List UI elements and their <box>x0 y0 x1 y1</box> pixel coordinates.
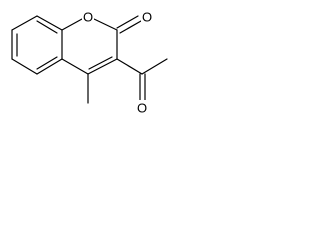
bond-c7-c6 <box>11 58 38 75</box>
bond-c3-c4 <box>87 58 118 75</box>
pyranone-ring <box>61 18 118 75</box>
bond-c4a-c8a <box>36 15 63 31</box>
bond-c8a-c8 <box>11 15 38 31</box>
acetyl-oxygen-label: O <box>137 101 147 116</box>
bond-o1-c2 <box>93 18 118 31</box>
double-bond-inner-bottom <box>36 56 58 70</box>
acetyl-group <box>116 58 168 102</box>
bond-c2-o-2 <box>119 20 142 34</box>
benzene-ring <box>11 15 63 75</box>
double-bond-inner-top <box>36 20 58 34</box>
bond-c8a-o1 <box>61 18 83 31</box>
chemical-structure-diagram: O O O <box>11 9 168 116</box>
ring-oxygen-label: O <box>83 10 93 25</box>
atom-label-acetyl-oxygen: O <box>136 100 148 116</box>
bond-c3-acetyl-c <box>116 58 143 75</box>
lactone-carbonyl <box>116 15 142 34</box>
double-bond-c3-c4-inner <box>88 56 113 70</box>
bond-acetyl-c-ch3 <box>141 58 168 75</box>
atom-label-ring-oxygen: O <box>82 10 94 26</box>
atom-label-carbonyl-oxygen: O <box>141 9 153 25</box>
carbonyl-oxygen-label: O <box>142 10 152 25</box>
bond-c6-c5 <box>36 58 63 75</box>
bond-c4-c4a <box>61 58 89 75</box>
bond-c2-o-1 <box>116 15 139 29</box>
